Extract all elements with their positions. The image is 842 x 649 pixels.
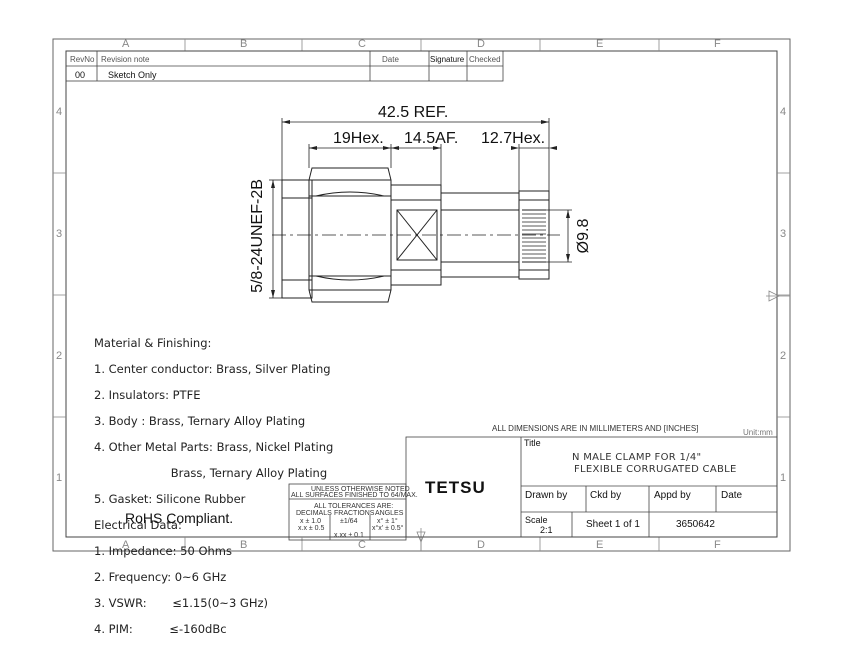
tolerance-col-fractions: FRACTIONS (334, 510, 375, 517)
zone-col-e-bottom: E (596, 539, 604, 551)
sheet-label: Sheet 1 of 1 (586, 519, 640, 530)
dim-diameter-label: Ø9.8 (575, 218, 592, 254)
dim-overall-label: 42.5 REF. (378, 104, 449, 121)
zone-row-2-left: 2 (56, 350, 63, 362)
tolerance-dec2: x.x ± 0.5 (298, 525, 325, 532)
zone-col-d-top: D (477, 38, 485, 50)
zone-col-f-top: F (714, 38, 721, 50)
zone-col-c-top: C (358, 38, 366, 50)
zone-row-4-left: 4 (56, 106, 63, 118)
tolerance-ang2: x°x' ± 0.5° (372, 525, 404, 532)
material-line: 3. VSWR: ≤1.15(0~3 GHz) (94, 596, 268, 610)
zone-col-b-top: B (240, 38, 248, 50)
rev-header-revno: RevNo (70, 55, 95, 64)
scale-value: 2:1 (540, 525, 553, 535)
dim-af-label: 14.5AF. (404, 130, 459, 147)
zone-col-d-bottom: D (477, 539, 485, 551)
dim-hex2-label: 12.7Hex. (481, 130, 546, 147)
material-line: Brass, Ternary Alloy Plating (94, 466, 328, 480)
rev-header-signature: Signature (430, 55, 465, 64)
dim-hex1-label: 19Hex. (333, 130, 384, 147)
material-line: 4. Other Metal Parts: Brass, Nickel Plat… (94, 440, 334, 454)
title-block-lines (405, 436, 778, 538)
zone-col-b-bottom: B (240, 539, 248, 551)
revision-table-lines (65, 50, 504, 82)
company-logo: TETSU (425, 478, 486, 497)
tolerance-col-angles: ANGLES (375, 510, 404, 517)
tolerance-dec1: x ± 1.0 (300, 518, 321, 525)
tolerance-col-decimals: DECIMALS (296, 510, 332, 517)
tolerance-dec3: x.xx ± 0.1 (334, 532, 364, 539)
appd-by-label: Appd by (654, 490, 691, 501)
date-label: Date (721, 490, 743, 501)
connector-drawing (272, 167, 560, 303)
tolerance-frac: ±1/64 (340, 518, 358, 525)
dimension-arrows (271, 120, 570, 298)
zone-row-1-right: 1 (780, 472, 787, 484)
zone-col-c-bottom: C (358, 539, 366, 551)
title-label: Title (524, 438, 541, 448)
zone-row-3-right: 3 (780, 228, 787, 240)
title-line2: FLEXIBLE CORRUGATED CABLE (574, 464, 737, 475)
drawing-canvas (52, 38, 791, 552)
material-line: 4. PIM: ≤-160dBc (94, 622, 227, 636)
material-line: Material & Finishing: (94, 336, 212, 350)
unit-label: Unit:mm (743, 428, 773, 437)
rev-row-note: Sketch Only (108, 70, 157, 80)
tolerance-line1: UNLESS OTHERWISE NOTED (311, 486, 410, 493)
zone-col-e-top: E (596, 38, 604, 50)
zone-row-1-left: 1 (56, 472, 63, 484)
rev-header-note: Revision note (101, 55, 150, 64)
dimension-lines (269, 118, 572, 299)
rev-header-date: Date (382, 55, 399, 64)
tolerance-line3: ALL TOLERANCES ARE: (314, 503, 394, 510)
material-line: 1. Center conductor: Brass, Silver Plati… (94, 362, 331, 376)
drawn-by-label: Drawn by (525, 490, 568, 501)
tolerance-ang1: x° ± 1° (377, 518, 398, 525)
zone-col-a-top: A (122, 38, 130, 50)
rev-header-checked: Checked (469, 55, 501, 64)
zone-row-4-right: 4 (780, 106, 787, 118)
title-line1: N MALE CLAMP FOR 1/4" (572, 452, 702, 463)
zone-row-2-right: 2 (780, 350, 787, 362)
rohs-label: RoHS Compliant. (125, 510, 234, 526)
material-line: 3. Body : Brass, Ternary Alloy Plating (94, 414, 306, 428)
material-line: Electrical Data: (94, 518, 182, 532)
part-number: 3650642 (676, 519, 715, 530)
ckd-by-label: Ckd by (590, 490, 622, 501)
zone-col-f-bottom: F (714, 539, 721, 551)
rev-row-revno: 00 (75, 70, 86, 80)
tolerance-line2: ALL SURFACES FINISHED TO 64/MAX. (291, 492, 418, 499)
material-notes: Material & Finishing: 1. Center conducto… (94, 324, 333, 649)
dim-thread-label: 5/8-24UNEF-2B (249, 179, 266, 293)
material-line: 2. Insulators: PTFE (94, 388, 201, 402)
zone-col-a-bottom: A (122, 539, 130, 551)
material-line: 2. Frequency: 0~6 GHz (94, 570, 227, 584)
material-line: 1. Impedance: 50 Ohms (94, 544, 232, 558)
material-line: 5. Gasket: Silicone Rubber (94, 492, 246, 506)
zone-row-3-left: 3 (56, 228, 63, 240)
dimension-note: ALL DIMENSIONS ARE IN MILLIMETERS AND [I… (492, 424, 699, 433)
scale-label: Scale (525, 515, 548, 525)
